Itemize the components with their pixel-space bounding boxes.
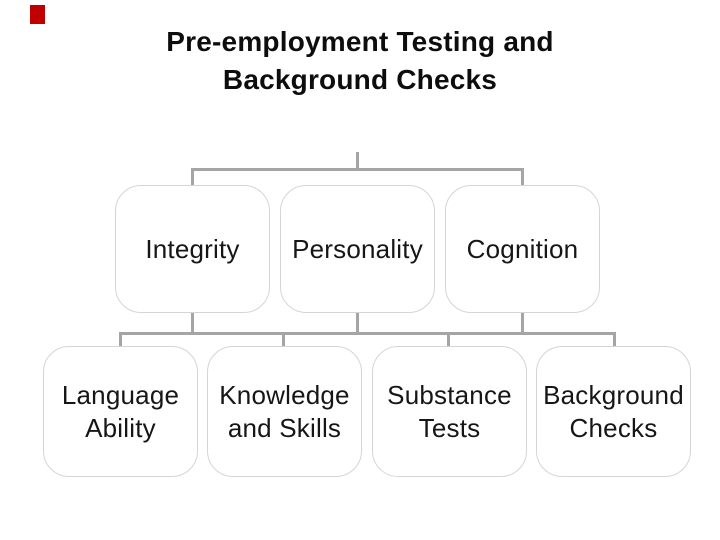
node-label: Integrity	[145, 233, 240, 264]
connector-drop-cognition	[521, 168, 524, 186]
title-line-2: Background Checks	[222, 64, 498, 95]
connector-stem-cognition	[521, 313, 524, 335]
node-label: Knowledge and Skills	[219, 379, 350, 443]
connector-drop-substance-tests	[447, 332, 450, 347]
node-substance-tests: Substance Tests	[372, 346, 527, 477]
connector-rail-level2	[119, 332, 616, 335]
node-language-ability: Language Ability	[43, 346, 198, 477]
connector-drop-integrity	[191, 168, 194, 186]
node-integrity: Integrity	[115, 185, 270, 313]
node-label: Background Checks	[543, 379, 684, 443]
node-label: Language Ability	[61, 379, 180, 443]
connector-drop-background-checks	[613, 332, 616, 347]
connector-root-stem	[356, 152, 359, 170]
connector-rail-level1	[191, 168, 524, 171]
node-background-checks: Background Checks	[536, 346, 691, 477]
node-personality: Personality	[280, 185, 435, 313]
node-label: Personality	[292, 233, 423, 264]
connector-drop-knowledge-skills	[282, 332, 285, 347]
node-label: Cognition	[466, 233, 579, 264]
node-label: Substance Tests	[387, 379, 512, 443]
node-cognition: Cognition	[445, 185, 600, 313]
connector-stem-integrity	[191, 313, 194, 335]
red-accent-rectangle	[30, 5, 45, 24]
node-knowledge-skills: Knowledge and Skills	[207, 346, 362, 477]
slide-title: Pre-employment Testing and Background Ch…	[0, 23, 720, 99]
connector-stem-personality	[356, 313, 359, 335]
title-line-1: Pre-employment Testing and	[166, 26, 554, 57]
connector-drop-language-ability	[119, 332, 122, 347]
